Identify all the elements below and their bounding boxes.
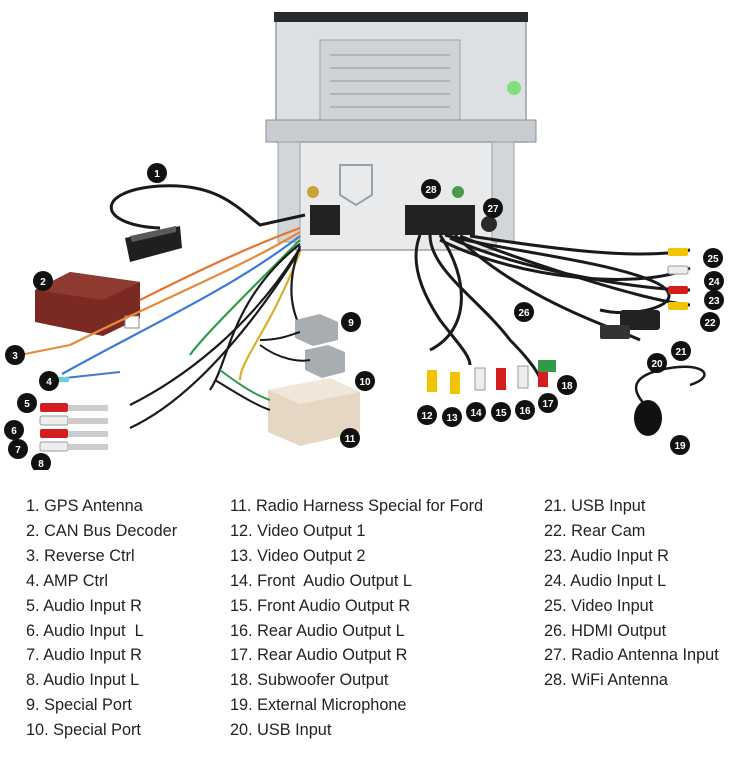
svg-text:1: 1	[154, 169, 160, 180]
callout-badges: 1 2 3 4 5 6 7 8 9 10 11 12 13 14 15 16 1…	[4, 163, 724, 470]
svg-text:27: 27	[487, 204, 499, 215]
usb-connectors	[600, 310, 660, 339]
svg-text:25: 25	[707, 254, 719, 265]
legend-item: 22. Rear Cam	[544, 521, 646, 540]
svg-text:24: 24	[708, 277, 720, 288]
legend-item: 17. Rear Audio Output R	[230, 646, 408, 665]
svg-text:7: 7	[15, 445, 21, 456]
legend-item: 8. Audio Input L	[26, 671, 140, 690]
callout-badge: 15	[491, 402, 511, 422]
legend-item: 19. External Microphone	[230, 696, 407, 715]
legend-item: 15. Front Audio Output R	[230, 596, 411, 615]
callout-badge: 4	[39, 371, 59, 391]
svg-text:3: 3	[12, 351, 18, 362]
callout-badge: 20	[647, 353, 667, 373]
gps-antenna	[110, 184, 306, 262]
legend-column-2: 11. Radio Harness Special for Ford 12. V…	[230, 494, 483, 743]
legend-column-1: 1. GPS Antenna 2. CAN Bus Decoder 3. Rev…	[26, 494, 177, 743]
legend-item: 7. Audio Input R	[26, 646, 142, 665]
callout-badge: 7	[8, 439, 28, 459]
svg-text:20: 20	[651, 359, 663, 370]
callout-badge: 1	[147, 163, 167, 183]
callout-badge: 18	[557, 375, 577, 395]
callout-badge: 9	[341, 312, 361, 332]
legend-item: 2. CAN Bus Decoder	[26, 521, 178, 540]
svg-text:16: 16	[519, 406, 531, 417]
callout-badge: 10	[355, 371, 375, 391]
svg-text:14: 14	[470, 408, 482, 419]
svg-text:4: 4	[46, 377, 52, 388]
output-rca-plugs	[427, 360, 556, 394]
callout-badge: 6	[4, 420, 24, 440]
callout-badge: 27	[483, 198, 503, 218]
legend-item: 23. Audio Input R	[544, 546, 669, 565]
legend-item: 18. Subwoofer Output	[230, 671, 389, 690]
wiring-diagram: 1 2 3 4 5 6 7 8 9 10 11 12 13 14 15 16 1…	[4, 12, 724, 470]
left-rca-plugs	[39, 403, 108, 452]
svg-text:28: 28	[425, 185, 437, 196]
can-bus-decoder	[35, 272, 140, 336]
svg-text:8: 8	[38, 459, 44, 470]
callout-badge: 11	[340, 428, 360, 448]
legend-item: 5. Audio Input R	[26, 596, 142, 615]
svg-text:15: 15	[495, 408, 507, 419]
svg-text:6: 6	[11, 426, 17, 437]
svg-text:2: 2	[40, 277, 46, 288]
legend-item: 12. Video Output 1	[230, 521, 366, 540]
special-ports	[259, 314, 345, 378]
legend-item: 3. Reverse Ctrl	[26, 546, 135, 565]
svg-text:12: 12	[421, 411, 433, 422]
callout-badge: 5	[17, 393, 37, 413]
legend-item: 26. HDMI Output	[544, 621, 667, 640]
svg-text:18: 18	[561, 381, 573, 392]
svg-text:23: 23	[708, 296, 720, 307]
legend-item: 20. USB Input	[230, 721, 332, 740]
callout-badge: 14	[466, 402, 486, 422]
ford-harness-plug	[214, 369, 360, 446]
callout-badge: 19	[670, 435, 690, 455]
callout-badge: 12	[417, 405, 437, 425]
svg-text:17: 17	[542, 399, 554, 410]
right-rca-plugs	[667, 248, 689, 310]
svg-text:9: 9	[348, 318, 354, 329]
legend-item: 25. Video Input	[544, 596, 654, 615]
svg-text:13: 13	[446, 413, 458, 424]
callout-badge: 23	[704, 290, 724, 310]
legend-item: 16. Rear Audio Output L	[230, 621, 405, 640]
svg-text:5: 5	[24, 399, 30, 410]
callout-badge: 16	[515, 400, 535, 420]
legend-item: 13. Video Output 2	[230, 546, 366, 565]
legend-item: 9. Special Port	[26, 696, 132, 715]
callout-badge: 28	[421, 179, 441, 199]
callout-badge: 8	[31, 453, 51, 470]
svg-text:11: 11	[345, 434, 356, 445]
legend-column-3: 21. USB Input 22. Rear Cam 23. Audio Inp…	[544, 494, 719, 693]
legend-item: 11. Radio Harness Special for Ford	[230, 497, 484, 515]
callout-badge: 2	[33, 271, 53, 291]
legend-item: 24. Audio Input L	[544, 571, 667, 590]
callout-badge: 24	[704, 271, 724, 291]
callout-badge: 25	[703, 248, 723, 268]
external-microphone	[634, 365, 706, 436]
callout-badge: 26	[514, 302, 534, 322]
svg-text:22: 22	[704, 318, 716, 329]
callout-badge: 22	[700, 312, 720, 332]
svg-text:10: 10	[359, 377, 371, 388]
callout-badge: 21	[671, 341, 691, 361]
callout-badge: 17	[538, 393, 558, 413]
svg-text:26: 26	[518, 308, 530, 319]
svg-text:21: 21	[675, 347, 687, 358]
legend-item: 1. GPS Antenna	[26, 497, 143, 515]
callout-badge: 3	[5, 345, 25, 365]
legend-item: 4. AMP Ctrl	[26, 571, 109, 590]
legend-item: 27. Radio Antenna Input	[544, 646, 719, 665]
legend-item: 21. USB Input	[544, 497, 646, 515]
svg-text:19: 19	[674, 441, 686, 452]
legend-item: 10. Special Port	[26, 721, 141, 740]
callout-badge: 13	[442, 407, 462, 427]
legend-item: 6. Audio Input L	[26, 621, 144, 640]
legend-item: 28. WiFi Antenna	[544, 671, 668, 690]
legend-item: 14. Front Audio Output L	[230, 571, 412, 590]
